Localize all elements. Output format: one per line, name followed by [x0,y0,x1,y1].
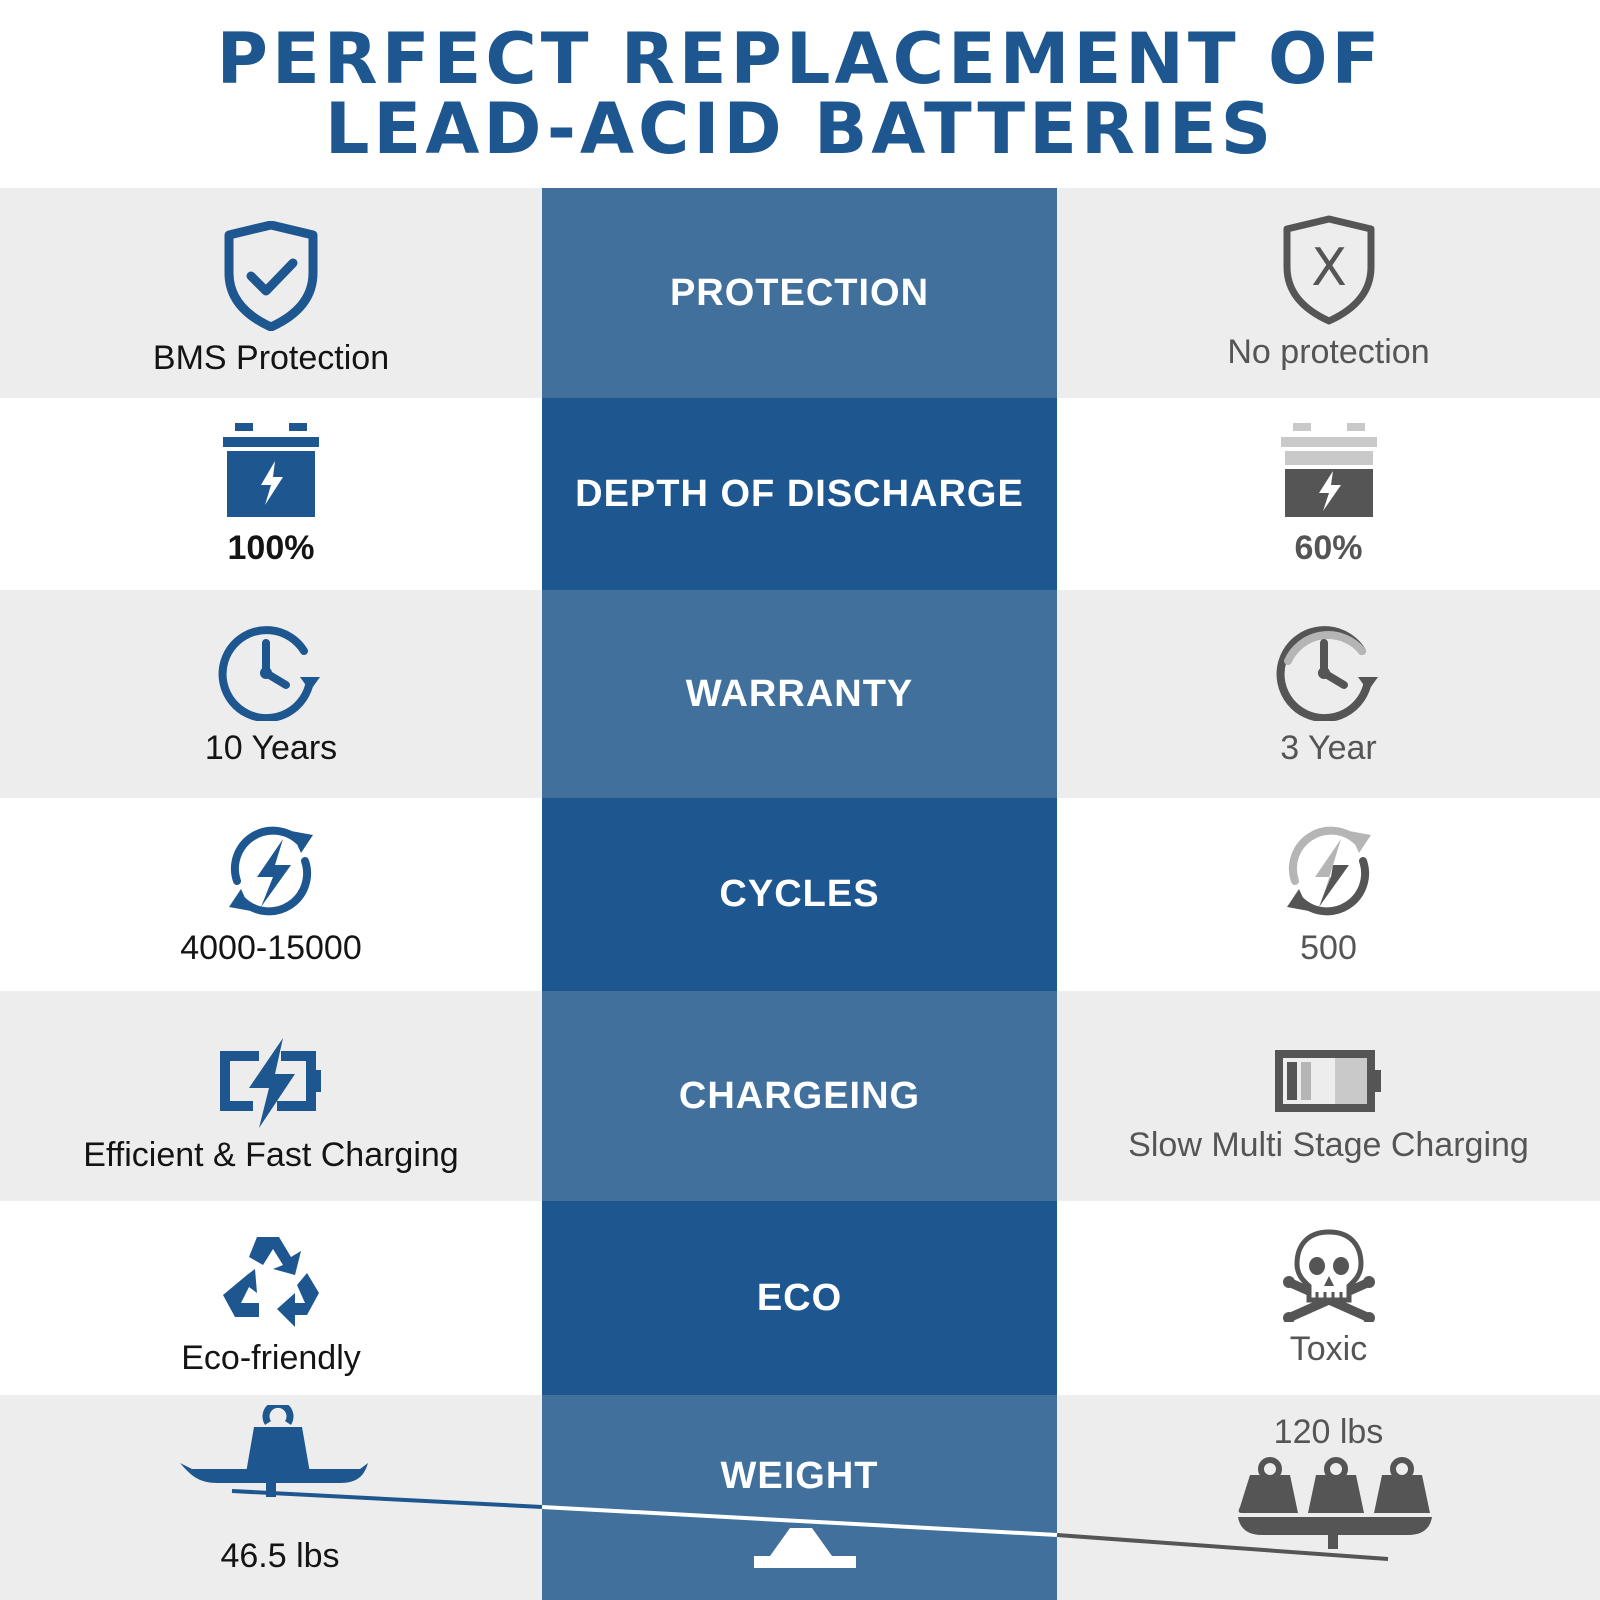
comparison-row-protection: BMS Protection PROTECTION X No protectio… [0,188,1600,398]
lead-acid-label: 500 [1300,929,1357,967]
comparison-row-charging: Efficient & Fast Charging CHARGEING Slow… [0,991,1600,1201]
lead-acid-label: 3 Year [1280,728,1377,767]
comparison-row-depth-of-discharge: 100% DEPTH OF DISCHARGE 60% [0,398,1600,590]
lithium-cell-protection: BMS Protection [0,188,542,404]
lithium-weight-label: 46.5 lbs [220,1537,340,1575]
lead-acid-label: 60% [1294,528,1363,567]
category-label-protection: PROTECTION [542,188,1057,398]
category-text-weight: WEIGHT [720,1455,879,1497]
lead-acid-cell-cycles: 500 [1057,798,1600,1001]
fast-charge-battery-icon [220,1037,321,1128]
lithium-cell-charging: Efficient & Fast Charging [0,991,542,1211]
category-label-charging: CHARGEING [542,991,1057,1201]
category-label-cycles: CYCLES [542,798,1057,991]
lead-acid-label: No protection [1227,332,1430,371]
category-label-warranty: WARRANTY [542,590,1057,798]
shield-x-icon: X [1283,215,1374,324]
recycle-icon [223,1236,319,1327]
lead-acid-weight-label: 120 lbs [1273,1413,1384,1451]
clock-icon [1276,625,1378,721]
category-label-eco: ECO [542,1201,1057,1395]
triple-weight-icon [1238,1457,1432,1549]
shield-check-icon [224,220,318,331]
cycle-bolt-icon [1286,826,1371,916]
lithium-cell-warranty: 10 Years [0,590,542,798]
category-label-weight: WEIGHT [542,1395,1057,1600]
title-line-1: PERFECT REPLACEMENT OF [216,18,1384,100]
single-weight-icon [180,1405,368,1497]
battery-full-icon [223,422,319,517]
skull-crossbones-icon [1282,1228,1375,1322]
battery-partial-icon [1280,422,1377,517]
comparison-row-warranty: 10 Years WARRANTY 3 Year [0,590,1600,798]
low-battery-icon [1274,1049,1381,1112]
lead-acid-label: Toxic [1289,1329,1368,1368]
page-title: PERFECT REPLACEMENT OF LEAD-ACID BATTERI… [0,24,1600,164]
lead-acid-cell-warranty: 3 Year [1057,590,1600,798]
lithium-label: 4000-15000 [180,929,362,967]
lithium-label: 100% [227,528,315,567]
lead-acid-cell-protection: X No protection [1057,188,1600,410]
lead-acid-cell-eco: Toxic [1057,1201,1600,1401]
cycle-bolt-icon [229,826,313,916]
lead-acid-label: Slow Multi Stage Charging [1128,1125,1529,1164]
category-label-depth-of-discharge: DEPTH OF DISCHARGE [542,398,1057,590]
lithium-cell-eco: Eco-friendly [0,1201,542,1401]
lithium-label: Eco-friendly [181,1338,361,1377]
lithium-label: 10 Years [204,728,338,767]
comparison-row-cycles: 4000-15000 CYCLES 500 [0,798,1600,991]
lead-acid-cell-charging: Slow Multi Stage Charging [1057,991,1600,1211]
lithium-label: BMS Protection [152,338,390,377]
clock-icon [218,625,320,721]
lithium-cell-depth-of-discharge: 100% [0,398,542,590]
comparison-row-weight: WEIGHT 46.5 lbs 120 lbs [0,1395,1600,1600]
shield-x-glyph: X [1311,238,1347,298]
comparison-row-eco: Eco-friendly ECO Toxic [0,1201,1600,1395]
lithium-label: Efficient & Fast Charging [83,1135,459,1174]
lead-acid-cell-depth-of-discharge: 60% [1057,398,1600,600]
lithium-cell-cycles: 4000-15000 [0,798,542,991]
title-line-2: LEAD-ACID BATTERIES [324,88,1276,170]
